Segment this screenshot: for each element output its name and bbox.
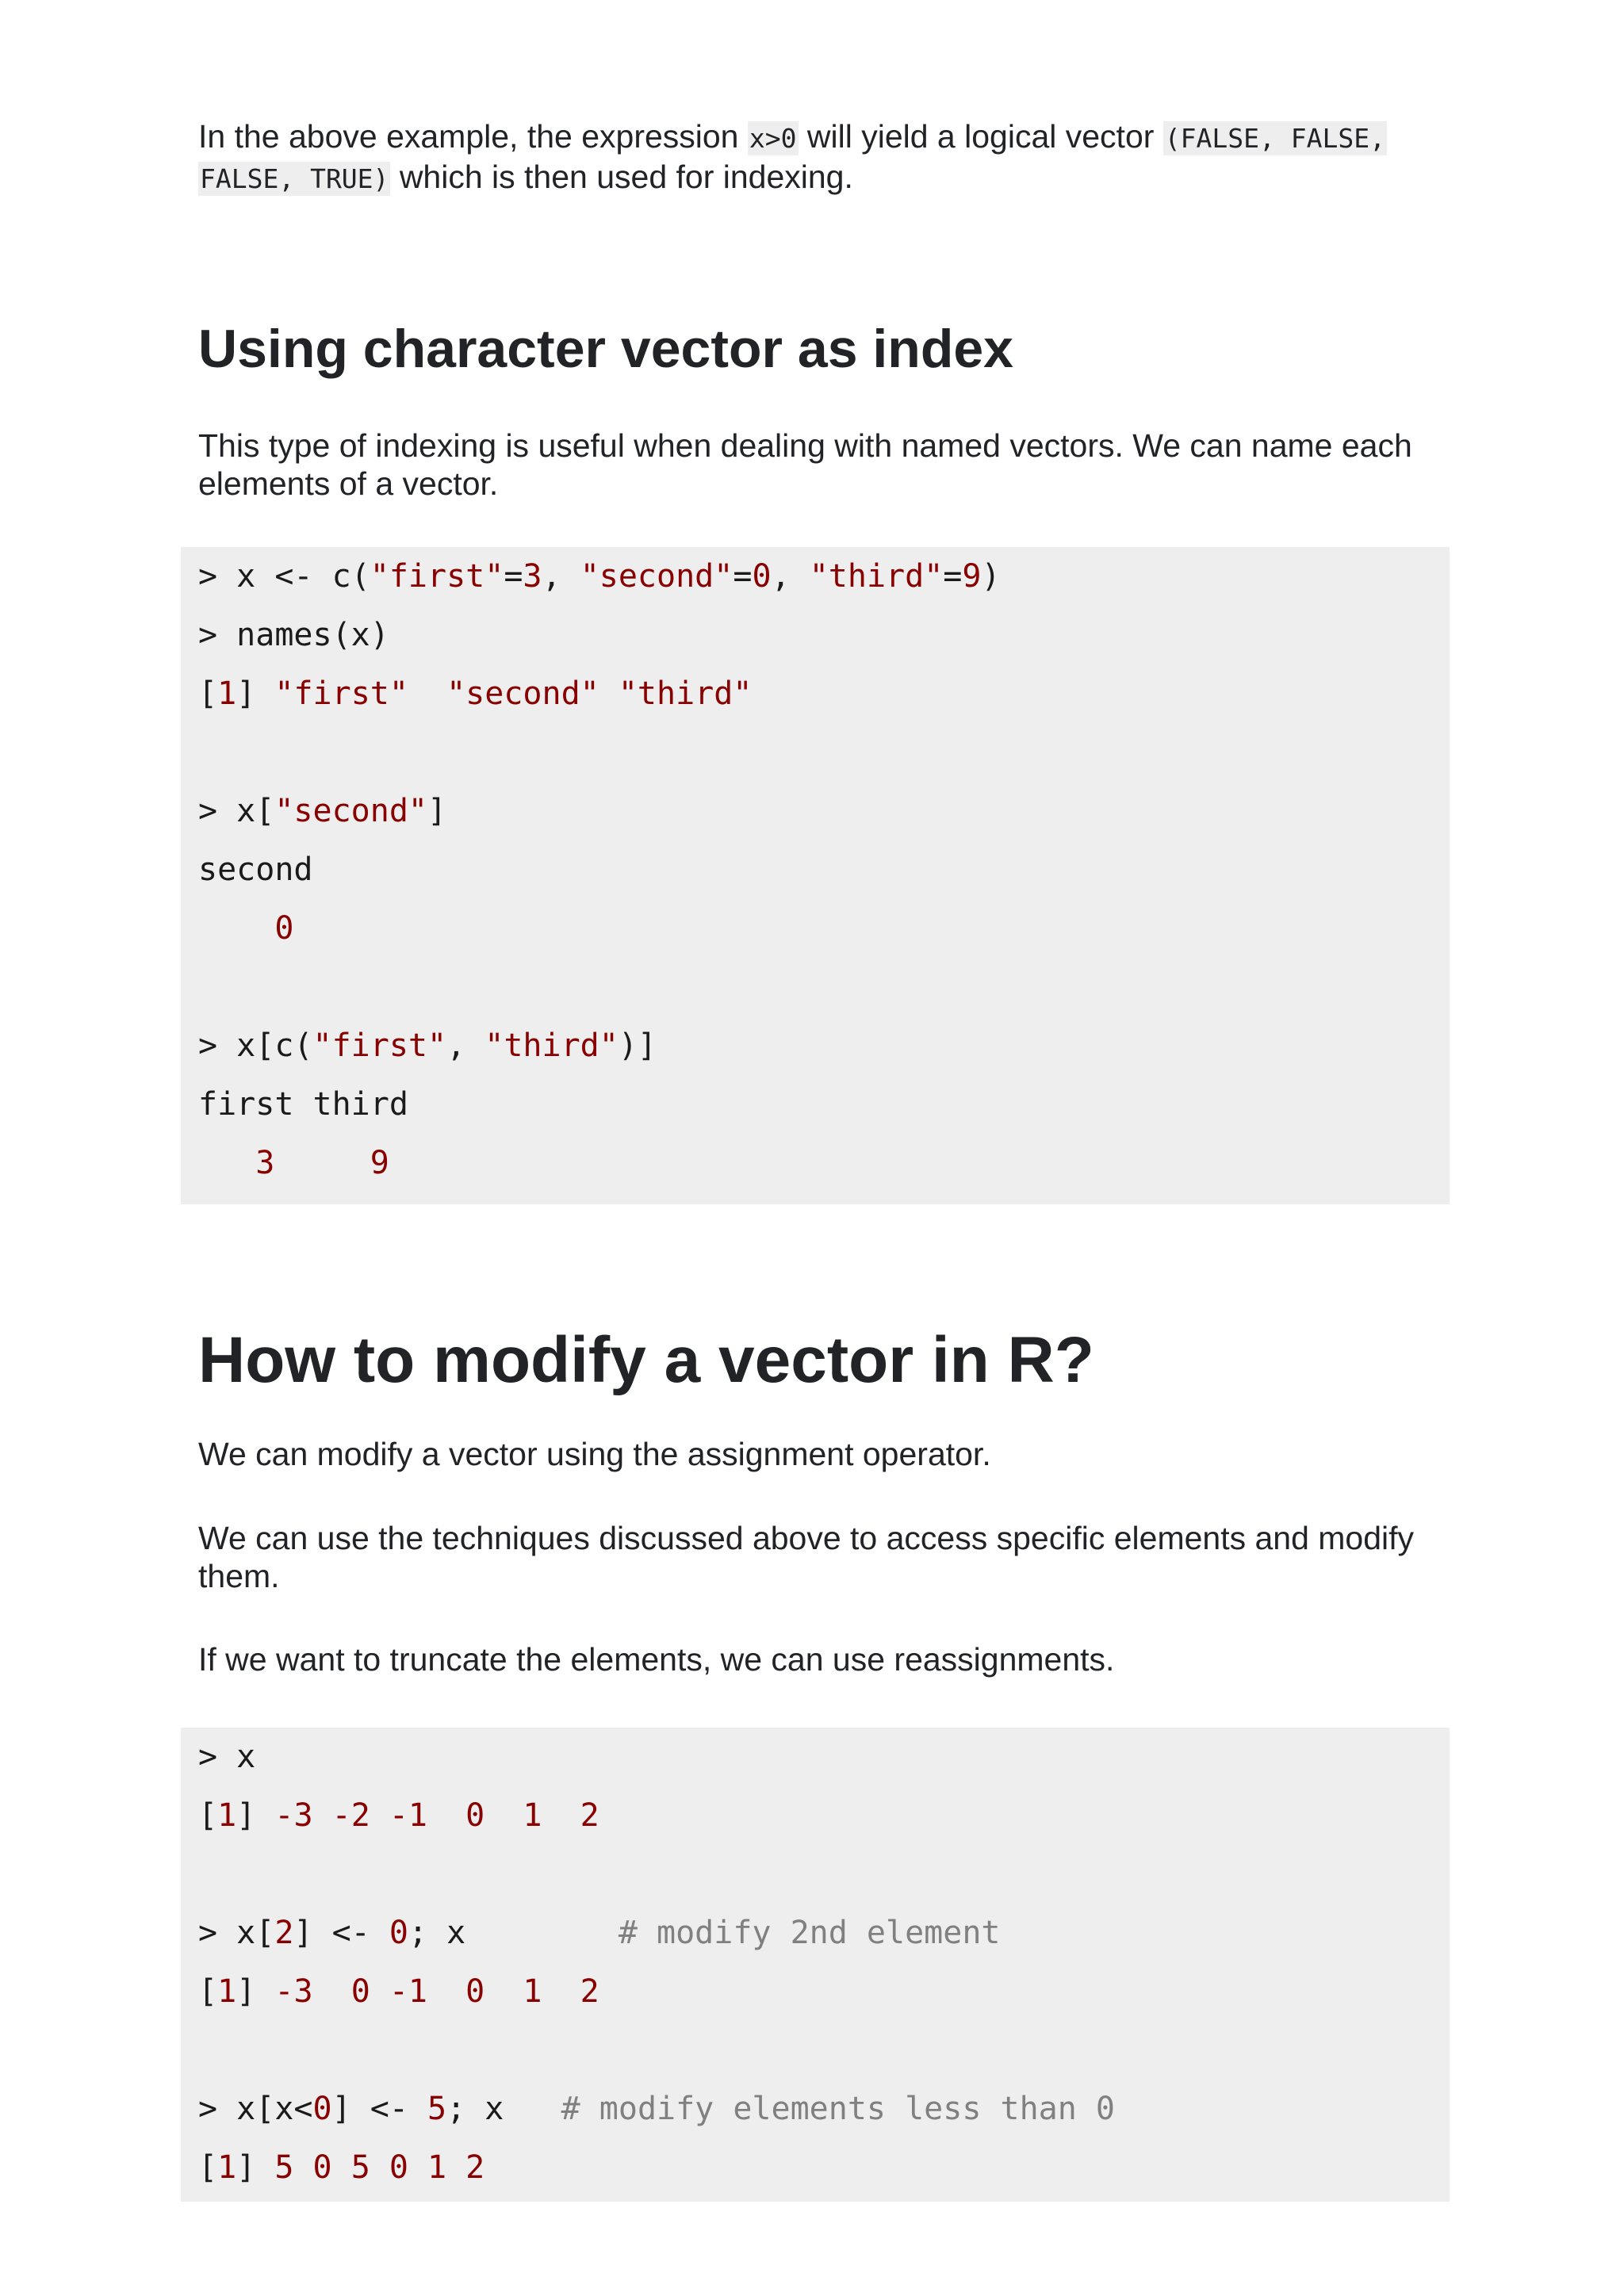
code-line: > x <- c("first"=3, "second"=0, "third"=… — [198, 558, 1001, 595]
intro-line-2: FALSE, TRUE) which is then used for inde… — [198, 159, 853, 196]
section-heading-wrap: How to modify a vector in R? — [198, 1322, 1435, 1399]
code-line: [1] 5 0 5 0 1 2 — [198, 2149, 485, 2186]
code-block: > x <- c("first"=3, "second"=0, "third"=… — [181, 547, 1450, 1204]
code-line: > x[c("first", "third")] — [198, 1027, 657, 1064]
section-heading-wrap: Using character vector as index — [198, 317, 1435, 381]
intro-line-1: In the above example, the expression x>0… — [198, 118, 1387, 155]
code-line: [1] "first" "second" "third" — [198, 675, 753, 712]
section2-paragraph-2: We can use the techniques discussed abov… — [198, 1520, 1415, 1594]
section-heading: Using character vector as index — [198, 319, 1014, 379]
inline-code: FALSE, TRUE) — [198, 162, 391, 196]
code-line: [1] -3 -2 -1 0 1 2 — [198, 1797, 599, 1834]
intro-paragraph: In the above example, the expression x>0… — [198, 117, 1435, 198]
code-line: > x[x<0] <- 5; x # modify elements less … — [198, 2091, 1115, 2127]
code-line: [1] -3 0 -1 0 1 2 — [198, 1973, 599, 2010]
code-block: > x [1] -3 -2 -1 0 1 2 > x[2] <- 0; x # … — [181, 1728, 1450, 2202]
code-comment: # modify elements less than 0 — [561, 2091, 1115, 2127]
section2-paragraph-3: If we want to truncate the elements, we … — [198, 1641, 1115, 1678]
inline-code: (FALSE, FALSE, — [1162, 121, 1387, 155]
section-heading: How to modify a vector in R? — [198, 1324, 1094, 1396]
code-line: > x[2] <- 0; x # modify 2nd element — [198, 1915, 1001, 1951]
section2-paragraph-1: We can modify a vector using the assignm… — [198, 1436, 991, 1472]
code-line: first third — [198, 1086, 408, 1123]
code-line: second — [198, 851, 313, 888]
inline-code: x>0 — [747, 121, 799, 155]
code-line: > x["second"] — [198, 793, 447, 829]
section1-paragraph: This type of indexing is useful when dea… — [198, 427, 1412, 502]
code-line: 0 — [198, 910, 294, 947]
code-line: > x — [198, 1739, 256, 1775]
code-comment: # modify 2nd element — [618, 1915, 1001, 1951]
code-line: 3 9 — [198, 1145, 389, 1181]
code-line: > names(x) — [198, 617, 389, 653]
